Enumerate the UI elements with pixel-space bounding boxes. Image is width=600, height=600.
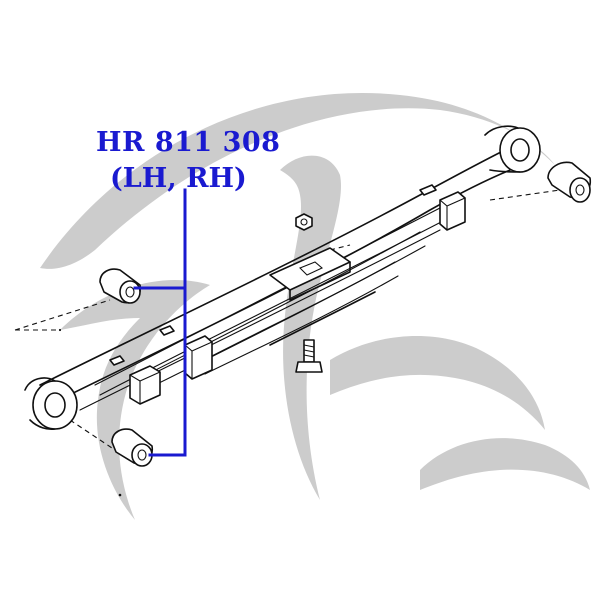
spring-bushing-icon bbox=[99, 268, 142, 304]
u-bolt-stud-icon bbox=[295, 339, 323, 373]
stray-dot bbox=[58, 328, 62, 332]
spring-bushing-icon bbox=[547, 161, 592, 203]
brand-logo-watermark bbox=[40, 92, 590, 520]
callout-leader-lines bbox=[133, 188, 187, 457]
stray-dot bbox=[118, 493, 122, 497]
side-label: (LH, RH) bbox=[110, 163, 247, 194]
leaf-spring bbox=[24, 125, 541, 431]
hex-nut-icon bbox=[295, 213, 313, 231]
part-number-label: HR 811 308 bbox=[96, 127, 281, 158]
assembly-guide-lines bbox=[14, 189, 561, 451]
spring-bushing-icon bbox=[111, 428, 154, 467]
